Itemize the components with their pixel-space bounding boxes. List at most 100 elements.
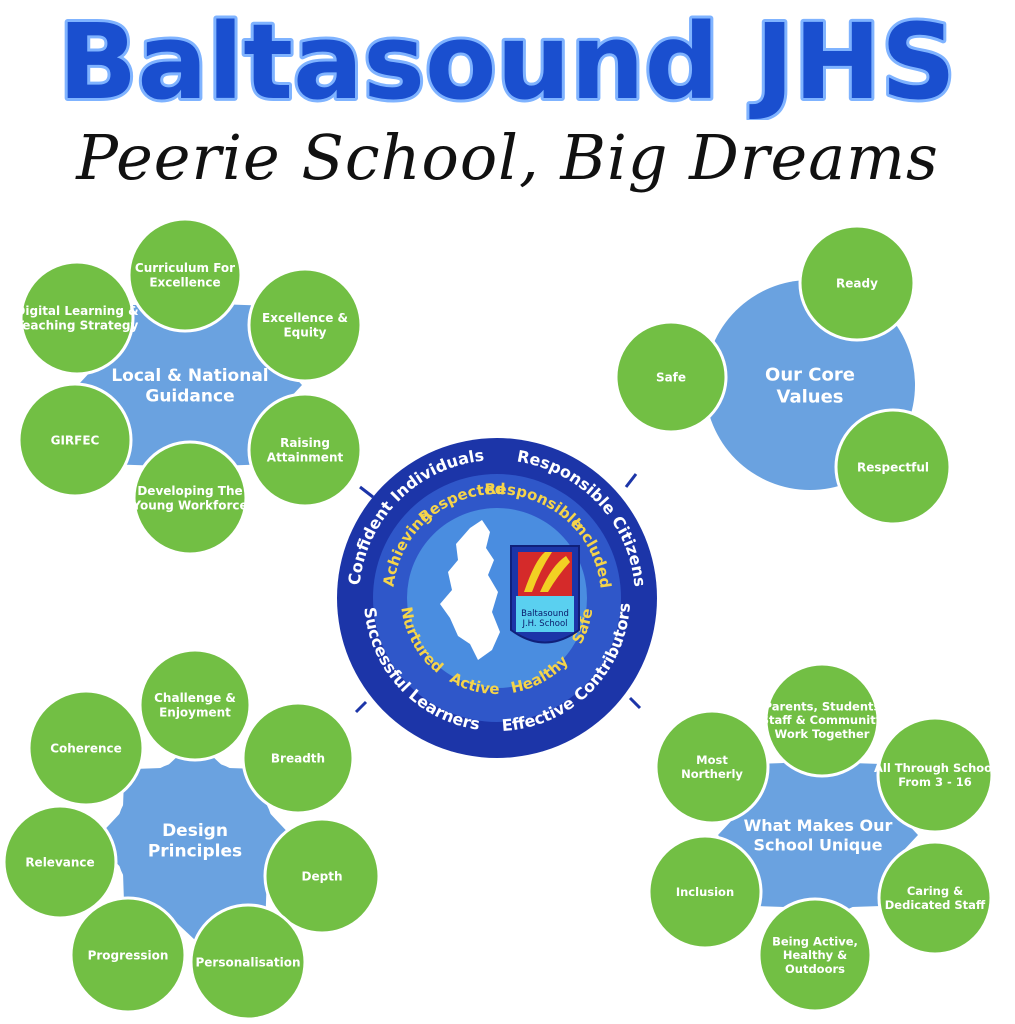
guidance-item-label: GIRFEC (51, 433, 100, 447)
wheel-connector (359, 485, 374, 499)
unique-item-label: Caring & (907, 884, 963, 898)
design-item-circle (263, 817, 381, 935)
values-item-circle (614, 320, 728, 434)
guidance-item-circle (127, 217, 243, 333)
unique-item-label: All Through School (874, 761, 996, 775)
design-item-label: Relevance (25, 855, 94, 869)
values-item-label: Safe (656, 370, 686, 384)
unique-item-label: Northerly (681, 767, 743, 781)
guidance-item-circle (17, 382, 133, 498)
design-item-label: Challenge & (154, 691, 236, 705)
crest-label: Baltasound (521, 609, 569, 619)
values-item-label: Ready (836, 276, 878, 290)
guidance-item-circle (132, 440, 248, 556)
design-item: Depth (263, 817, 381, 935)
unique-item-circle (877, 840, 993, 956)
values-item: Respectful (834, 408, 952, 526)
guidance-item-label: Young Workforce (131, 499, 247, 513)
values-item-circle (798, 224, 916, 342)
guidance-hub-label: Local & National (111, 366, 268, 386)
design-item-label: Depth (302, 869, 343, 883)
unique-item-label: From 3 - 16 (898, 775, 971, 789)
design-item: Personalisation (189, 903, 307, 1021)
guidance-hub-fill (100, 295, 280, 475)
guidance-item-label: Digital Learning & (15, 304, 138, 318)
design-item-circle (2, 804, 118, 920)
unique-item: Being Active,Healthy &Outdoors (757, 897, 873, 1013)
guidance-item-label: Attainment (267, 451, 344, 465)
guidance-item-label: Raising (280, 436, 330, 450)
school-title: Baltasound JHS (0, 0, 1015, 120)
design-item: Relevance (2, 804, 118, 920)
wheel-connector (624, 473, 638, 488)
unique-item: Caring &Dedicated Staff (877, 840, 993, 956)
unique-item: Inclusion (647, 834, 763, 950)
unique-item-label: Parents, Students (764, 699, 881, 713)
design-hub-label: Design (162, 821, 228, 841)
design-item-label: Personalisation (196, 955, 301, 969)
design-item: Progression (69, 896, 187, 1014)
design-item-label: Progression (88, 948, 169, 962)
design-item-circle (189, 903, 307, 1021)
values-hub-label: Our Core (765, 365, 855, 386)
design-item-circle (138, 648, 252, 762)
shetland-map-icon (440, 520, 500, 660)
guidance-item: Excellence &Equity (247, 267, 363, 383)
values-hub-label: Values (777, 386, 844, 407)
guidance-item-circle (247, 392, 363, 508)
guidance-item-label: Curriculum For (135, 261, 235, 275)
unique-item-circle (647, 834, 763, 950)
design-cluster: Challenge &EnjoymentBreadthDepthPersonal… (2, 648, 381, 1021)
school-title-text: Baltasound JHS (58, 1, 956, 120)
unique-item-circle (876, 716, 994, 834)
unique-item-label: Most (696, 753, 728, 767)
guidance-item-label: Developing The (137, 484, 242, 498)
values-item-circle (834, 408, 952, 526)
design-hub-label: Principles (148, 841, 242, 861)
design-item-circle (69, 896, 187, 1014)
design-hub-fill (115, 760, 275, 920)
guidance-hub-label: Guidance (145, 386, 234, 406)
design-item: Breadth (241, 701, 355, 815)
guidance-item-label: Equity (283, 326, 326, 340)
wheel-connector (354, 700, 368, 714)
unique-item-circle (764, 662, 880, 778)
school-motto: Peerie School, Big Dreams (76, 121, 939, 194)
design-item: Challenge &Enjoyment (138, 648, 252, 762)
values-item: Ready (798, 224, 916, 342)
values-item-label: Respectful (857, 460, 929, 474)
guidance-item-circle (247, 267, 363, 383)
guidance-item-label: Excellence (149, 276, 220, 290)
crest-sail-stripes (524, 552, 570, 592)
crest-waves-icon (516, 596, 574, 632)
school-title-graphic: Baltasound JHS (55, 0, 959, 120)
crest-label: J.H. School (521, 619, 567, 629)
design-item-label: Coherence (50, 741, 122, 755)
unique-item-label: Staff & Community (761, 713, 884, 727)
wheel-connector (628, 696, 642, 710)
unique-item-label: Work Together (775, 727, 870, 741)
design-item-label: Enjoyment (159, 706, 231, 720)
guidance-item-label: Excellence & (262, 311, 348, 325)
unique-item-circle (654, 709, 770, 825)
guidance-item-circle (19, 260, 135, 376)
unique-hub-label: What Makes Our (744, 816, 893, 835)
design-item-circle (27, 689, 145, 807)
unique-item-label: Healthy & (783, 948, 847, 962)
values-item: Safe (614, 320, 728, 434)
unique-hub-fill (738, 755, 898, 915)
design-item-label: Breadth (271, 751, 325, 765)
